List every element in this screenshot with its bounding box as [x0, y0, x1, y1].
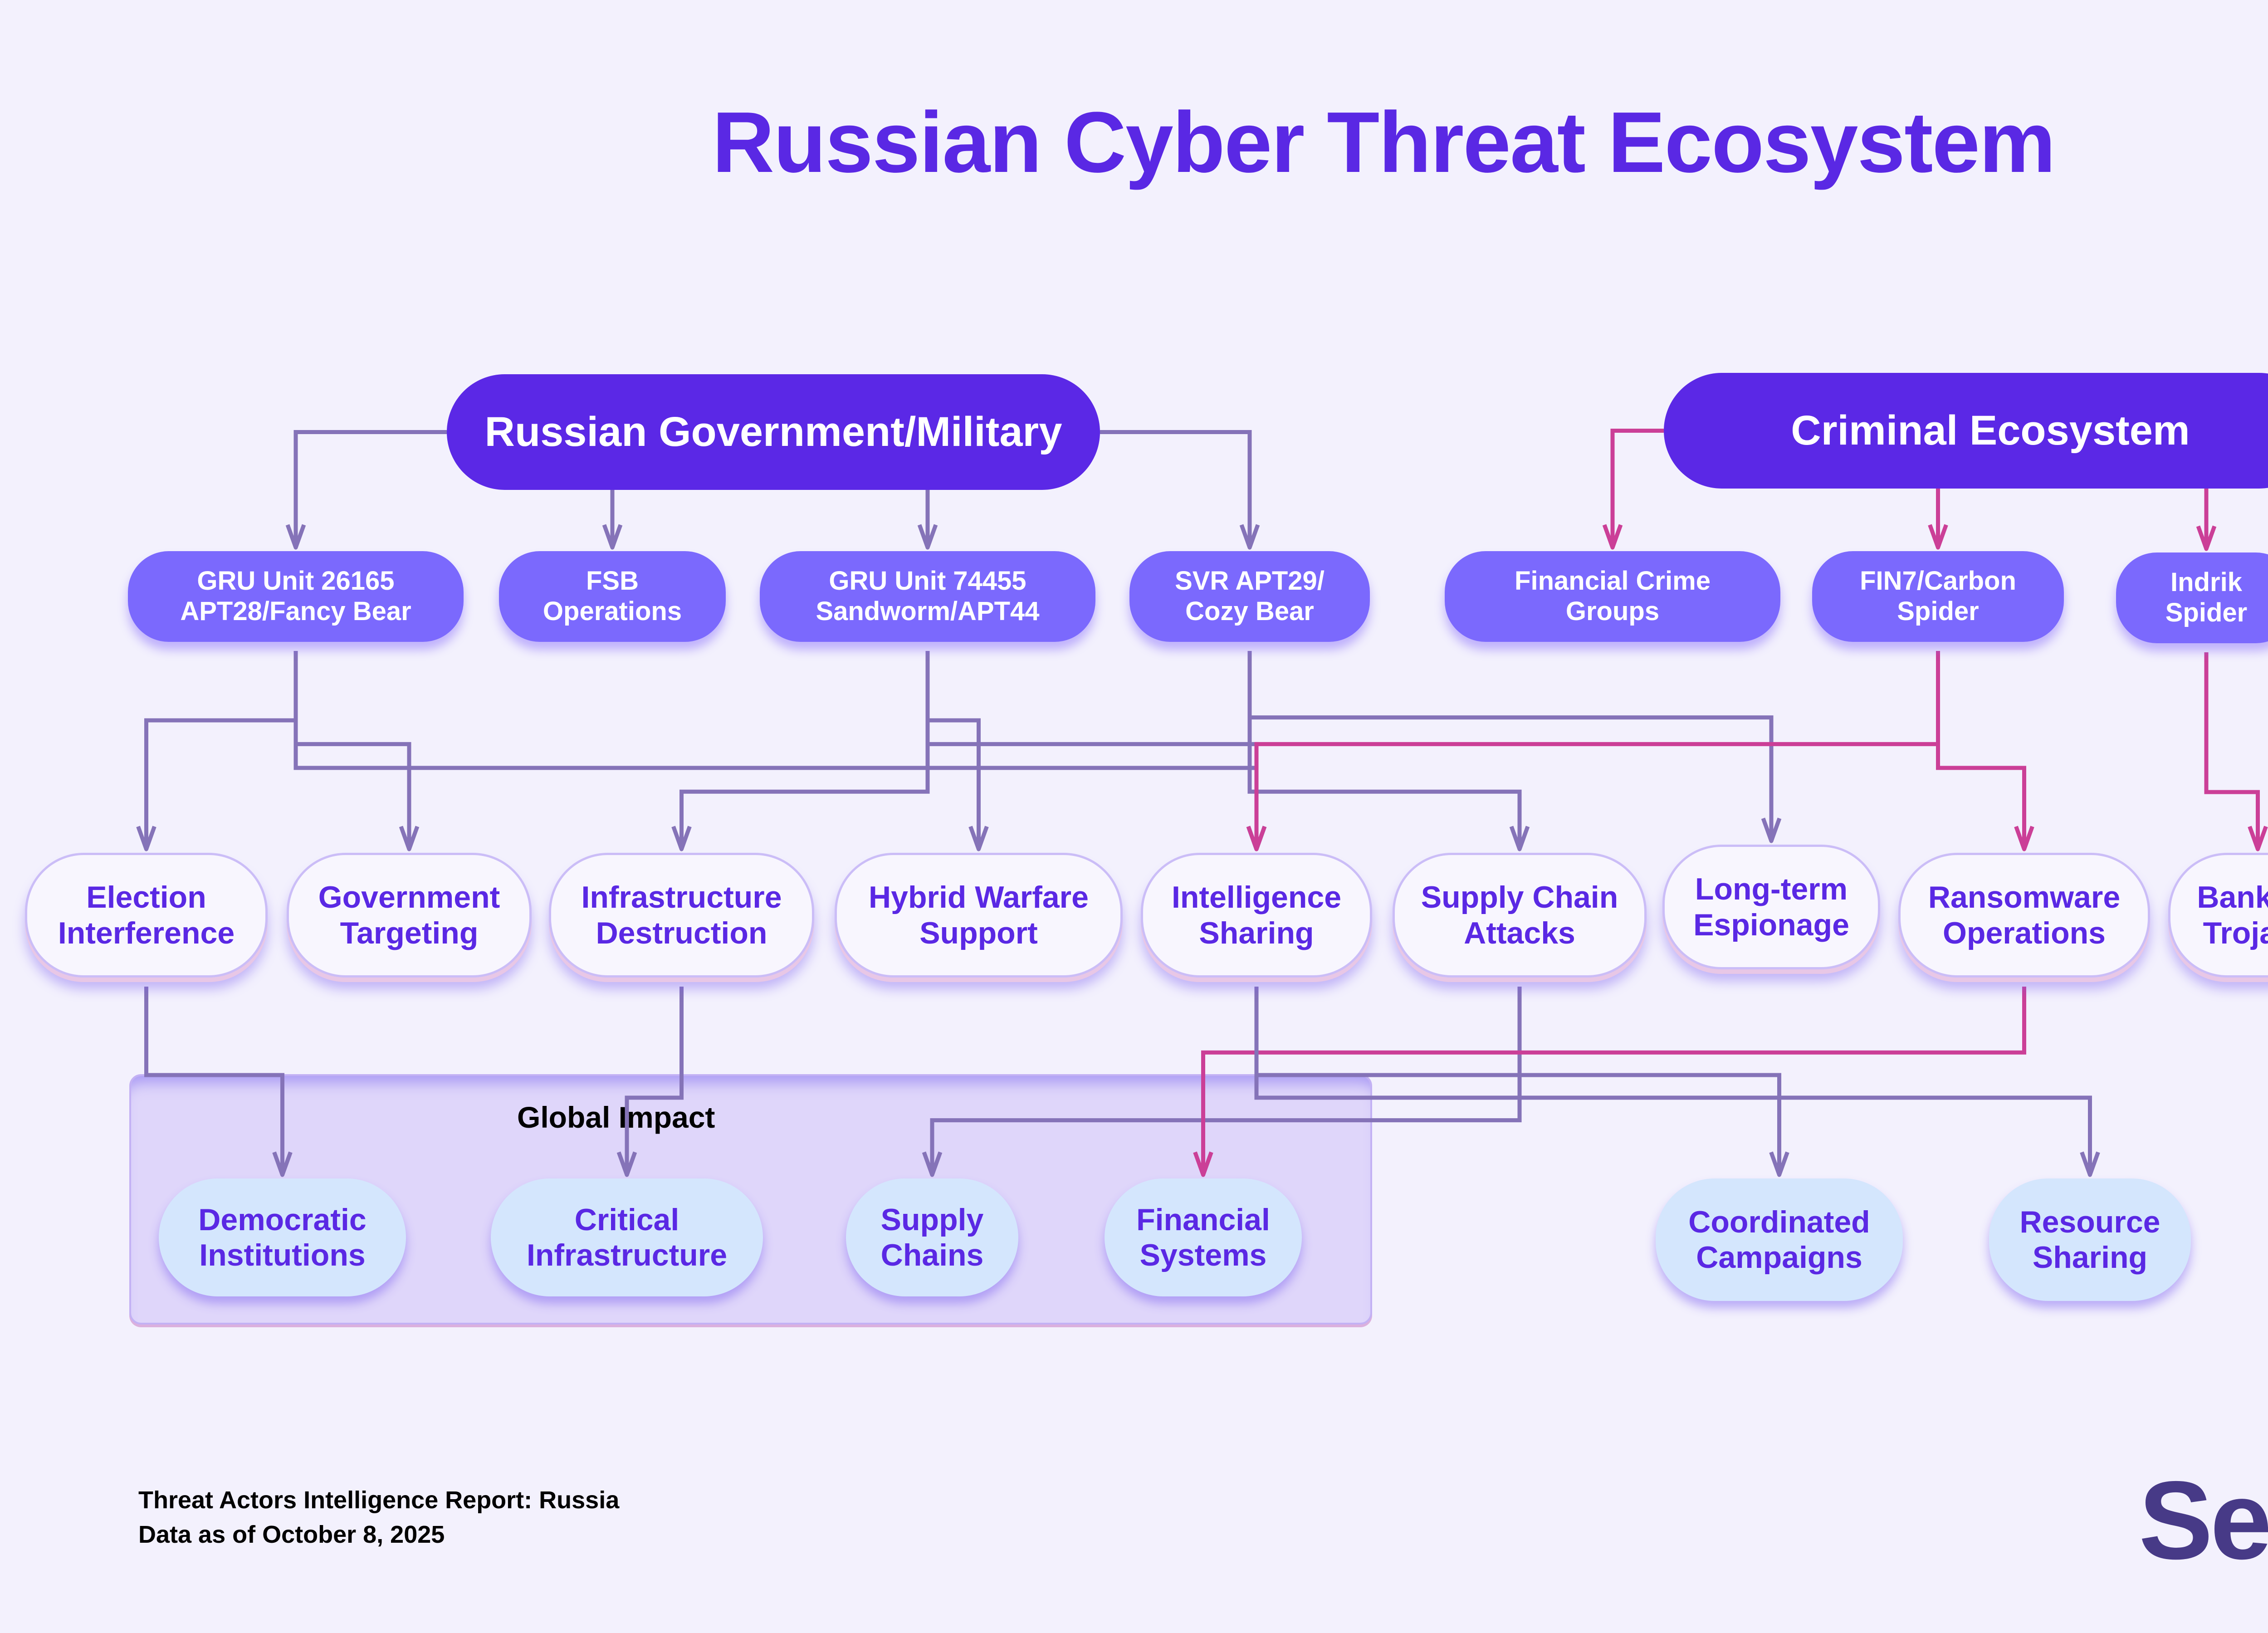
impact-node-financial-systems[interactable]: Financial Systems [1105, 1178, 1302, 1296]
arrowhead-icon [1246, 826, 1267, 851]
impact-node-critical-infrastructure[interactable]: Critical Infrastructure [491, 1178, 763, 1296]
footer: Threat Actors Intelligence Report: Russi… [138, 1483, 619, 1552]
report-title: Threat Actors Intelligence Report: Russi… [138, 1486, 620, 1514]
arrowhead-icon [917, 524, 938, 550]
activity-node-ransomware-operations[interactable]: Ransomware Operations [1898, 853, 2150, 978]
actor-node-fin7[interactable]: FIN7/Carbon Spider [1812, 551, 2064, 642]
arrowhead-icon [2196, 525, 2217, 551]
activity-node-banking-trojans[interactable]: Banking Trojans [2168, 853, 2268, 978]
arrowhead-icon [671, 826, 692, 851]
arrowhead-icon [1769, 1151, 1789, 1177]
activity-node-infrastructure-destruction[interactable]: Infrastructure Destruction [549, 853, 814, 978]
connector-svr-to-espionage [1247, 651, 1774, 841]
actor-node-svr[interactable]: SVR APT29/ Cozy Bear [1129, 551, 1370, 642]
arrowhead-icon [968, 826, 989, 851]
connector-gru74455-to-infra [679, 651, 930, 849]
connector-svr-to-supplyatk [1247, 651, 1522, 849]
arrowhead-icon [2080, 1151, 2100, 1177]
arrowhead-icon [1246, 826, 1267, 851]
outcome-node-resource-sharing[interactable]: Resource Sharing [1989, 1178, 2191, 1301]
arrowhead-icon [1509, 826, 1530, 851]
arrowhead-icon [602, 524, 623, 550]
actor-node-indrik-spider[interactable]: Indrik Spider [2116, 552, 2268, 643]
activity-node-hybrid-warfare-support[interactable]: Hybrid Warfare Support [835, 853, 1123, 978]
arrowhead-icon [1246, 826, 1267, 851]
root-node-criminal[interactable]: Criminal Ecosystem [1664, 373, 2268, 489]
arrowhead-icon [285, 524, 306, 550]
arrowhead-icon [1602, 524, 1623, 550]
actor-node-gru-26165[interactable]: GRU Unit 26165 APT28/Fancy Bear [128, 551, 464, 642]
arrowhead-icon [1761, 817, 1782, 843]
root-node-government[interactable]: Russian Government/Military [447, 374, 1100, 490]
global-impact-label: Global Impact [517, 1100, 715, 1134]
impact-node-supply-chains[interactable]: Supply Chains [846, 1178, 1018, 1296]
actor-node-financial-crime-groups[interactable]: Financial Crime Groups [1445, 551, 1780, 642]
arrowhead-icon [1928, 524, 1948, 550]
activity-node-election-interference[interactable]: Election Interference [25, 853, 268, 978]
arrowhead-icon [136, 826, 156, 851]
arrowhead-icon [2248, 826, 2268, 851]
connector-crim-to-fcg [1610, 429, 1664, 548]
activity-node-supply-chain-attacks[interactable]: Supply Chain Attacks [1393, 853, 1647, 978]
connector-gov-to-gru26165 [293, 430, 447, 548]
logo-text-start: Secu [2139, 1458, 2268, 1582]
activity-node-government-targeting[interactable]: Government Targeting [287, 853, 532, 978]
connector-gov-to-svr [1100, 430, 1252, 548]
connector-fin7-to-ransom [1936, 651, 2026, 849]
outcome-node-coordinated-campaigns[interactable]: Coordinated Campaigns [1656, 1178, 1903, 1301]
arrowhead-icon [1246, 826, 1267, 851]
connector-fin7-to-intel [1254, 651, 1940, 849]
connector-gru74455-to-hybrid [925, 651, 981, 849]
page-title: Russian Cyber Threat Ecosystem [712, 94, 2056, 191]
connector-intel-to-resource [1254, 987, 2092, 1175]
connector-gru26165-to-intel [293, 651, 1259, 849]
arrowhead-icon [2014, 826, 2034, 851]
activity-node-long-term-espionage[interactable]: Long-term Espionage [1662, 845, 1880, 969]
arrowhead-icon [399, 826, 420, 851]
actor-node-gru-74455[interactable]: GRU Unit 74455 Sandworm/APT44 [760, 551, 1095, 642]
data-date: Data as of October 8, 2025 [138, 1521, 445, 1548]
activity-node-intelligence-sharing[interactable]: Intelligence Sharing [1141, 853, 1372, 978]
arrowhead-icon [1239, 524, 1260, 550]
connector-gru26165-to-election [144, 651, 298, 849]
connector-svr-to-intel [1247, 651, 1259, 849]
securin-logo[interactable]: Securin [2139, 1456, 2268, 1584]
connector-gru74455-to-intel [925, 651, 1259, 849]
impact-node-democratic-institutions[interactable]: Democratic Institutions [159, 1178, 406, 1296]
connector-indrik-to-banking [2204, 652, 2260, 849]
actor-node-fsb[interactable]: FSB Operations [499, 551, 726, 642]
connector-gru26165-to-govtarget [293, 651, 411, 849]
